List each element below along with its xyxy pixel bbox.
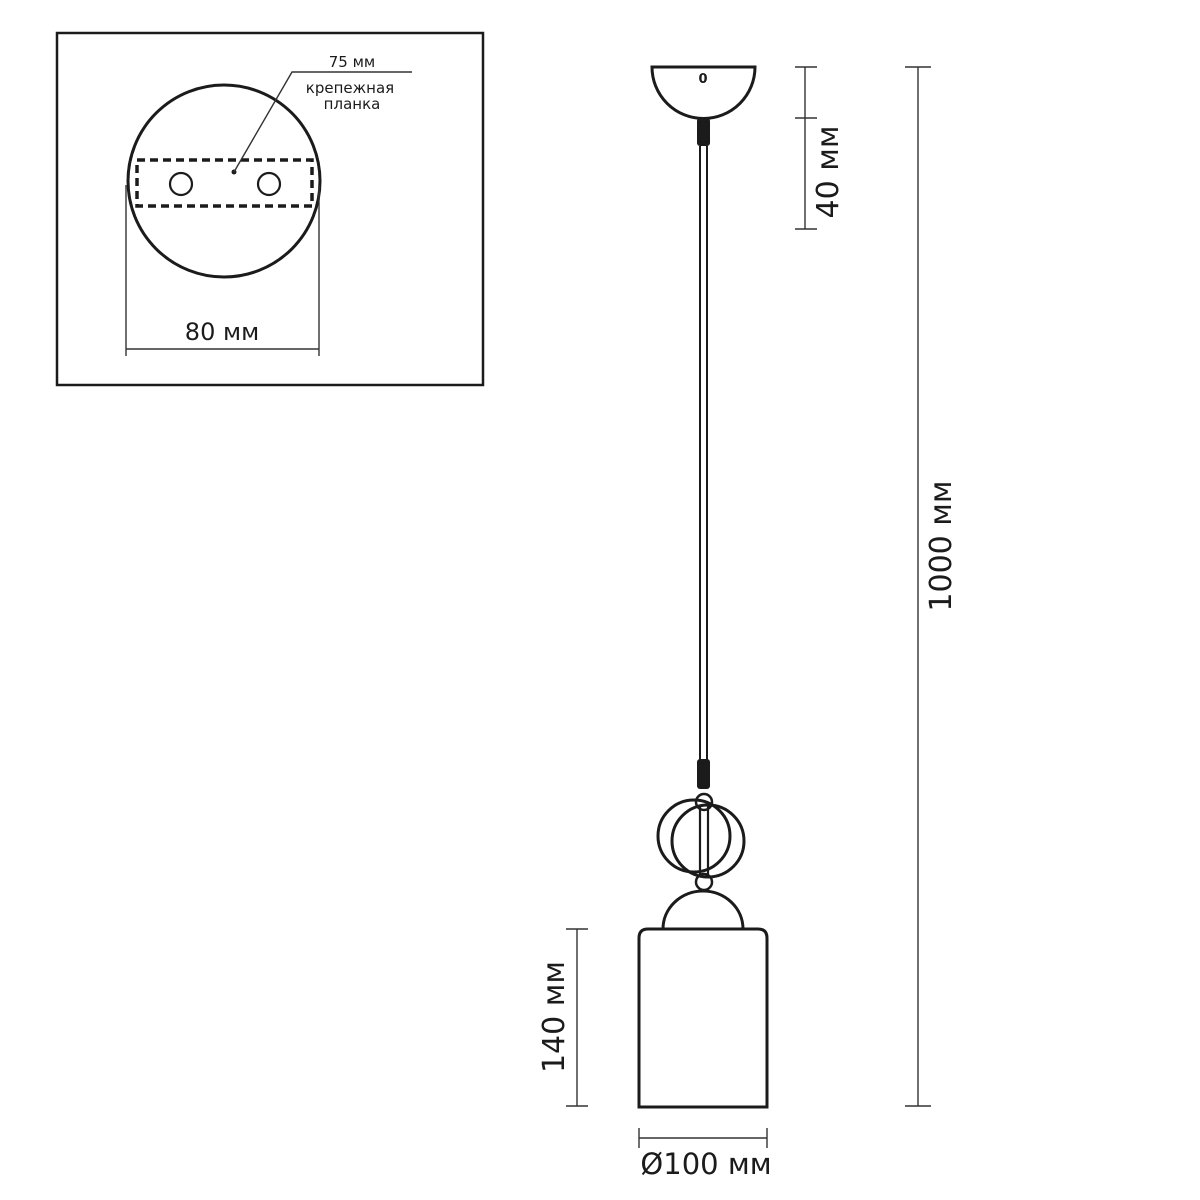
top-cord-grip bbox=[697, 118, 710, 146]
plate-leader-line bbox=[233, 71, 412, 173]
width-label: 80 мм bbox=[185, 318, 259, 346]
screw-hole-left bbox=[168, 171, 194, 197]
total-height-label: 1000 мм bbox=[924, 480, 959, 611]
shade-height-label: 140 мм bbox=[537, 961, 572, 1073]
plate-label-line1: крепежная bbox=[306, 79, 394, 97]
plate-label-line2: планка bbox=[324, 95, 381, 113]
canopy-base-circle bbox=[126, 83, 322, 279]
pendant-lamp: 0 bbox=[637, 65, 769, 1109]
canopy-height-label: 40 мм bbox=[811, 126, 846, 219]
canopy-height-dimension: 40 мм bbox=[795, 66, 846, 230]
screw-hole-right bbox=[256, 171, 282, 197]
bottom-cord-grip bbox=[697, 759, 710, 789]
shade-diameter-label: Ø100 мм bbox=[640, 1147, 771, 1181]
decor-ring-left bbox=[656, 798, 732, 874]
mounting-plate-dashed bbox=[135, 158, 314, 208]
shade-height-dimension: 140 мм bbox=[537, 928, 588, 1107]
slot-label: 75 мм bbox=[329, 53, 376, 71]
shade-diameter-dimension: Ø100 мм bbox=[638, 1128, 772, 1181]
ring-joint-top bbox=[694, 792, 714, 812]
lamp-shade bbox=[637, 927, 769, 1109]
shade-cap bbox=[661, 889, 745, 930]
total-height-dimension: 1000 мм bbox=[905, 66, 959, 1107]
mounting-plate-inset: 75 мм крепежная планка 80 мм bbox=[55, 31, 485, 387]
canopy-mark: 0 bbox=[698, 72, 707, 87]
inset-frame bbox=[55, 31, 485, 387]
